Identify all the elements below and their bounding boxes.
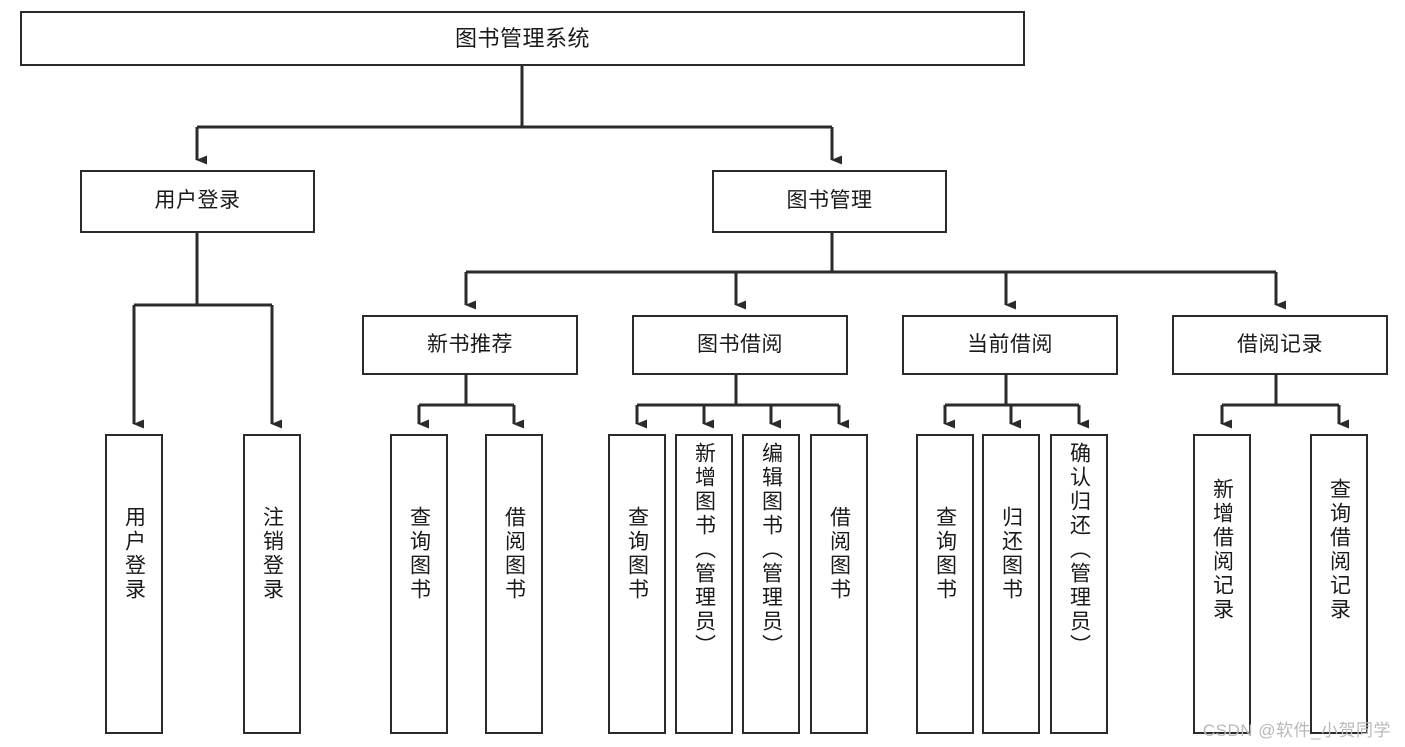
node-leaf-borrow-book-1[interactable]: 借阅图书 [485,434,543,734]
node-label: 新书推荐 [427,332,513,356]
node-label: 查询图书 [407,506,431,602]
node-leaf-query-book-2[interactable]: 查询图书 [608,434,666,734]
node-label: 图书管理系统 [454,25,590,51]
node-label: 注销登录 [260,506,284,602]
node-leaf-add-book[interactable]: 新增图书（管理员） [675,434,733,734]
node-leaf-add-borrow-record[interactable]: 新增借阅记录 [1193,434,1251,734]
node-label: 图书管理 [786,189,873,213]
node-label: 当前借阅 [967,332,1053,356]
node-leaf-query-borrow-record[interactable]: 查询借阅记录 [1310,434,1368,734]
node-new-book-recommend[interactable]: 新书推荐 [362,315,578,375]
node-leaf-user-login[interactable]: 用户登录 [105,434,163,734]
node-label: 用户登录 [154,189,241,213]
node-leaf-query-book-1[interactable]: 查询图书 [390,434,448,734]
node-label: 借阅图书 [827,506,851,602]
node-label: 新增图书（管理员） [692,442,716,658]
node-label: 用户登录 [122,506,146,602]
node-label: 新增借阅记录 [1210,478,1234,622]
node-book-borrow[interactable]: 图书借阅 [632,315,848,375]
node-label: 确认归还（管理员） [1067,442,1091,658]
node-borrow-record[interactable]: 借阅记录 [1172,315,1388,375]
node-leaf-edit-book[interactable]: 编辑图书（管理员） [742,434,800,734]
node-current-borrow[interactable]: 当前借阅 [902,315,1118,375]
node-leaf-return-book[interactable]: 归还图书 [982,434,1040,734]
node-label: 查询图书 [933,506,957,602]
node-user-login[interactable]: 用户登录 [80,170,315,233]
node-root-book-management-system[interactable]: 图书管理系统 [20,11,1025,66]
node-leaf-confirm-return[interactable]: 确认归还（管理员） [1050,434,1108,734]
node-label: 借阅图书 [502,506,526,602]
node-leaf-borrow-book-2[interactable]: 借阅图书 [810,434,868,734]
node-leaf-query-book-3[interactable]: 查询图书 [916,434,974,734]
node-label: 图书借阅 [697,332,783,356]
node-label: 编辑图书（管理员） [759,442,783,658]
node-book-management[interactable]: 图书管理 [712,170,947,233]
node-label: 查询借阅记录 [1327,478,1351,622]
node-leaf-logout[interactable]: 注销登录 [243,434,301,734]
node-label: 查询图书 [625,506,649,602]
node-label: 借阅记录 [1237,332,1323,356]
node-label: 归还图书 [999,506,1023,602]
